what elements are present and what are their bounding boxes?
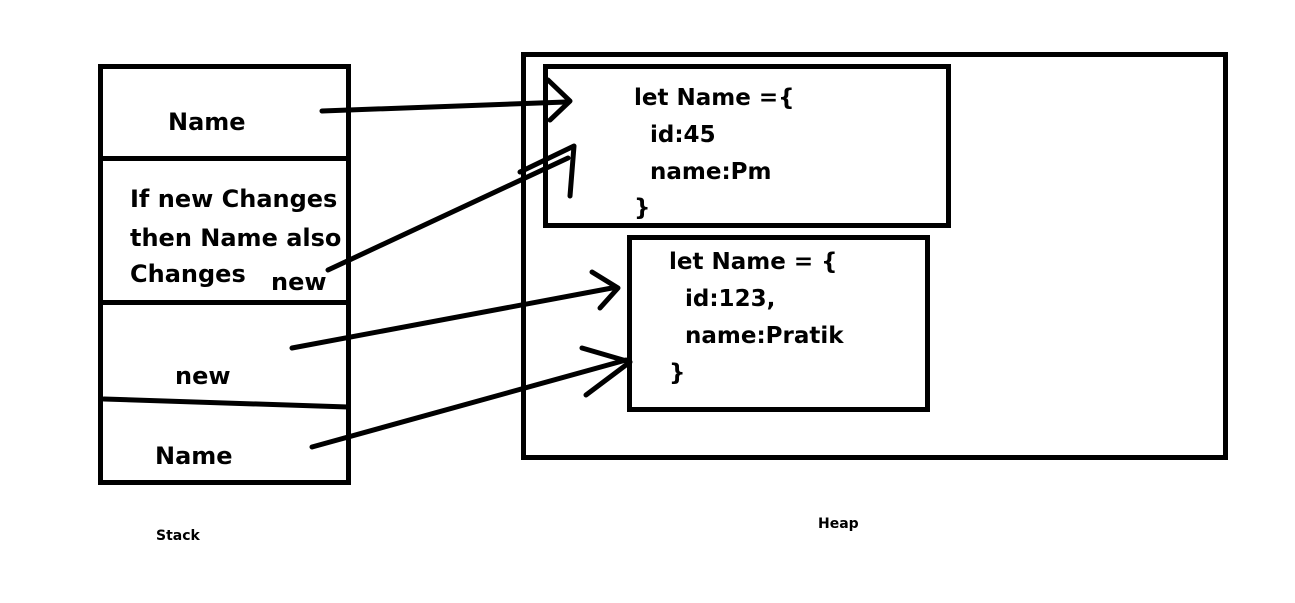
arrow-head [545,77,573,123]
arrow-name-top-to-object-1 [319,99,569,114]
arrow-head [517,143,577,199]
arrow-name-bottom-to-object-2 [309,357,629,450]
stack-cell-note-line2: then Name also [130,224,342,252]
stack-divider [98,156,351,161]
heap-object-1-line3: name:Pm [634,159,772,185]
arrow-head [589,269,621,311]
stack-region [98,64,351,485]
arrow-new-to-object-2 [289,285,615,351]
heap-object-2-line3: name:Pratik [669,323,844,349]
stack-divider-slanted [101,396,351,410]
stack-cell-name-bottom: Name [155,442,233,470]
heap-object-2-line4: } [669,360,686,386]
stack-divider [98,300,351,305]
arrow-new-tag-to-object-1 [325,155,571,273]
stack-cell-new-tag: new [271,268,327,296]
stack-cell-new: new [175,362,231,390]
heap-object-1-line1: let Name ={ [634,85,795,111]
heap-object-1-line4: } [634,195,651,221]
heap-object-2 [627,235,930,412]
arrow-head [579,345,633,398]
stack-label: Stack [156,528,200,544]
stack-cell-note-line3: Changes [130,260,246,288]
stack-cell-name-top: Name [168,108,246,136]
heap-label: Heap [818,516,859,532]
heap-object-2-line1: let Name = { [669,249,838,275]
heap-object-1-line2: id:45 [634,122,716,148]
heap-object-1 [543,64,951,228]
heap-object-2-line2: id:123, [669,286,776,312]
stack-cell-note-line1: If new Changes [130,185,338,213]
heap-region [521,52,1228,460]
